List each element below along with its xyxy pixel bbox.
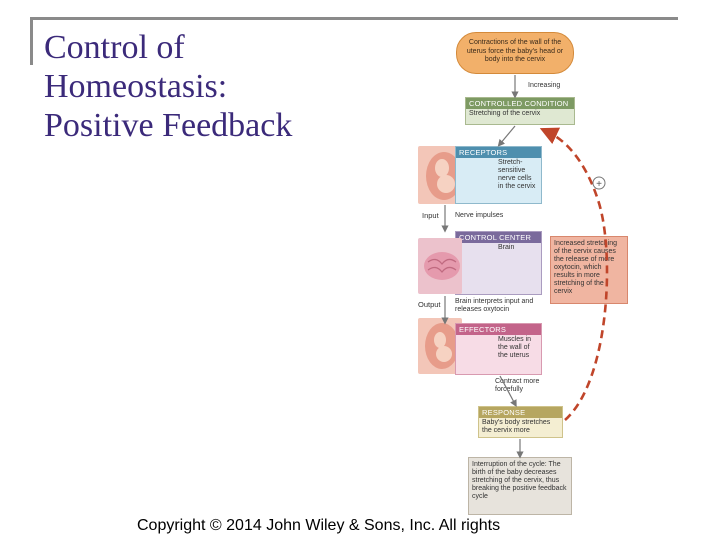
effectors-header: EFFECTORS xyxy=(456,324,541,335)
control-center-header: CONTROL CENTER xyxy=(456,232,541,243)
controlled-condition-header: CONTROLLED CONDITION xyxy=(466,98,574,109)
effectors-body: Muscles in the wall of the uterus xyxy=(498,336,532,359)
receptors-box: RECEPTORS Stretch-sensitive nerve cells … xyxy=(455,146,542,204)
effectors-box: EFFECTORS Muscles in the wall of the ute… xyxy=(455,323,542,375)
contract-label: Contract more forcefully xyxy=(495,378,540,393)
response-box: RESPONSE Baby's body stretches the cervi… xyxy=(478,406,563,438)
plus-sign: + xyxy=(596,179,602,190)
controlled-condition-box: CONTROLLED CONDITION Stretching of the c… xyxy=(465,97,575,125)
receptors-header: RECEPTORS xyxy=(456,147,541,158)
plus-badge xyxy=(592,176,606,190)
brain-illustration xyxy=(418,238,462,294)
increasing-label: Increasing xyxy=(528,82,561,89)
interruption-box: Interruption of the cycle: The birth of … xyxy=(468,457,572,515)
title-line-3: Positive Feedback xyxy=(44,107,293,144)
nerve-impulses-label: Nerve impulses xyxy=(455,212,504,219)
uterus-icon xyxy=(425,323,459,369)
effectors-illustration xyxy=(418,318,462,374)
frame-top-rule xyxy=(30,17,678,20)
frame-left-rule xyxy=(30,17,33,65)
response-body: Baby's body stretches the cervix more xyxy=(482,419,551,434)
copyright-notice: Copyright © 2014 John Wiley & Sons, Inc.… xyxy=(137,517,501,534)
response-header: RESPONSE xyxy=(479,407,562,418)
input-label: Input xyxy=(422,211,439,220)
controlled-condition-body: Stretching of the cervix xyxy=(469,110,541,117)
control-center-body: Brain xyxy=(498,244,515,251)
stimulus-box: Contractions of the wall of the uterus f… xyxy=(456,32,574,74)
receptors-body: Stretch-sensitive nerve cells in the cer… xyxy=(498,159,536,190)
title-line-2: Homeostasis: xyxy=(44,68,228,105)
title-line-1: Control of xyxy=(44,29,185,66)
brain-icon xyxy=(424,252,460,280)
fetus-icon xyxy=(426,152,462,200)
output-label: Output xyxy=(418,300,441,309)
slide-title: Control of Homeostasis: Positive Feedbac… xyxy=(44,28,374,145)
positive-feedback-box: Increased stretching of the cervix cause… xyxy=(550,236,628,304)
control-center-box: CONTROL CENTER Brain xyxy=(455,231,542,295)
arrow-condition-to-receptors xyxy=(497,125,516,147)
oxytocin-label: Brain interprets input and releases oxyt… xyxy=(455,298,534,313)
